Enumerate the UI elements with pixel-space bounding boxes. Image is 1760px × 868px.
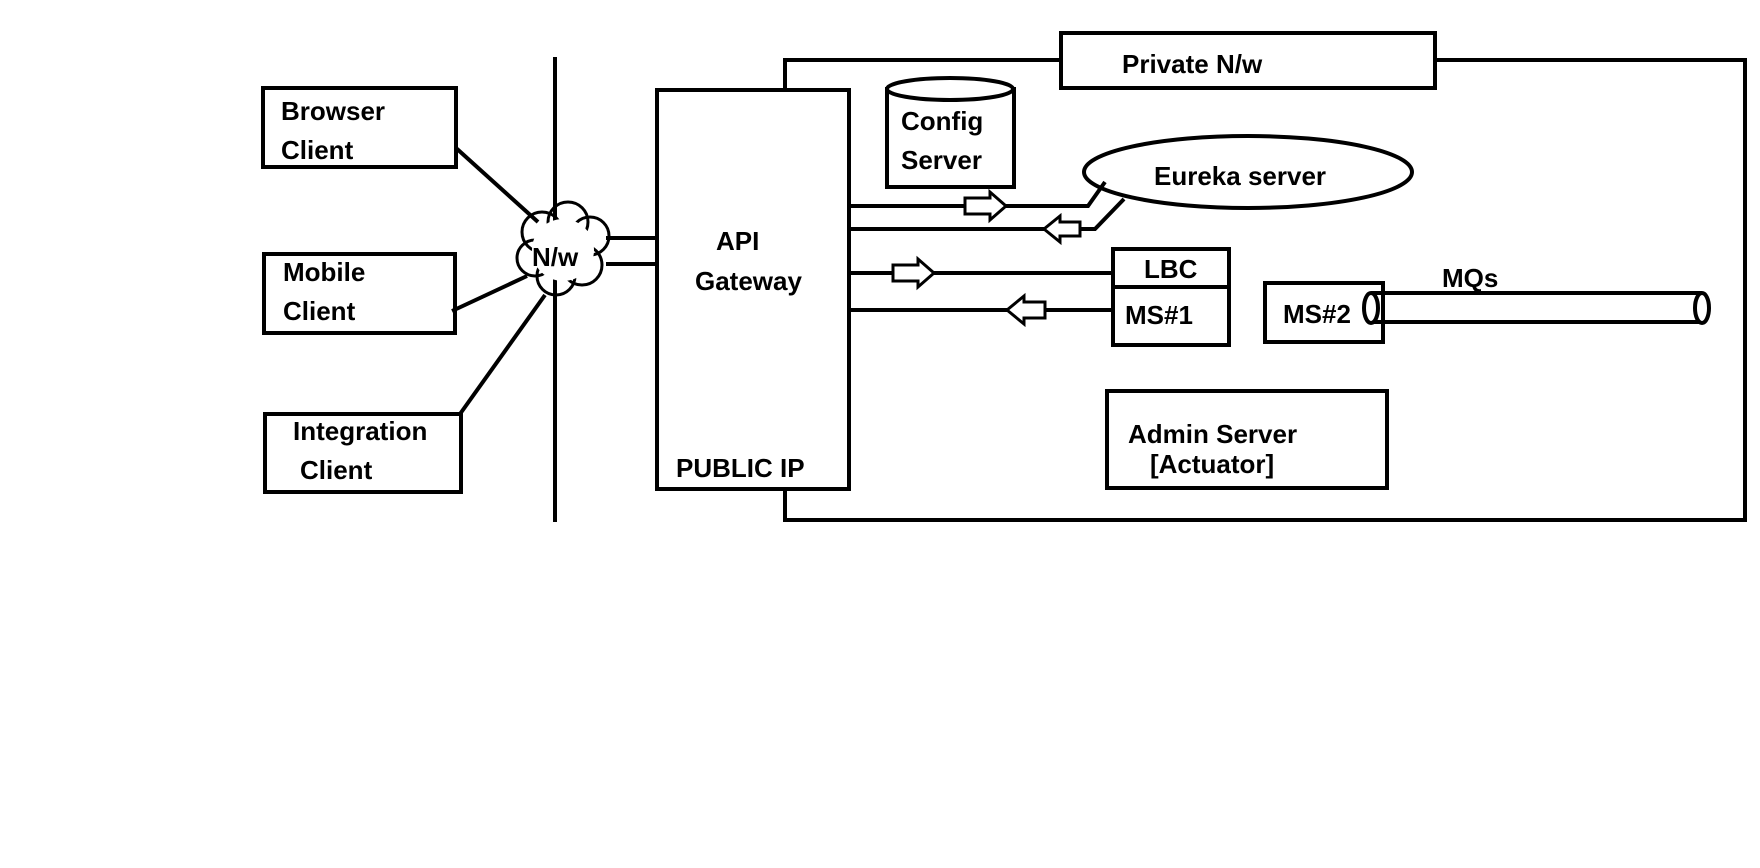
admin-server-box — [1105, 389, 1389, 490]
private-network-label-box — [1059, 31, 1437, 90]
config-server-label-2: Server — [901, 145, 982, 175]
admin-server-label-1: Admin Server — [1128, 419, 1297, 449]
public-ip-label: PUBLIC IP — [676, 453, 805, 483]
ms1-box — [1111, 285, 1231, 347]
integration-to-network-line — [458, 293, 547, 416]
api-gateway-label-1: API — [716, 226, 759, 256]
ms2-label: MS#2 — [1283, 299, 1351, 329]
eureka-lookup-arrow-icon — [1041, 212, 1082, 246]
config-server-label-1: Config — [901, 106, 983, 136]
api-gateway-box — [655, 88, 851, 491]
browser-to-network-line — [454, 146, 540, 224]
browser-client-label-1: Browser — [281, 96, 385, 126]
ms1-response-arrow-icon — [1004, 292, 1047, 328]
config-server-cylinder-icon — [885, 76, 1016, 189]
lbc-box — [1111, 247, 1231, 289]
eureka-to-gateway-line — [849, 197, 1126, 231]
private-network-label: Private N/w — [1122, 49, 1263, 79]
admin-server-label-2: [Actuator] — [1150, 449, 1274, 479]
integration-client-box — [263, 412, 463, 494]
integration-client-label-1: Integration — [293, 416, 427, 446]
browser-client-box — [261, 86, 458, 169]
browser-client-label-2: Client — [281, 135, 354, 165]
mqs-label: MQs — [1442, 263, 1498, 293]
eureka-server-label: Eureka server — [1154, 161, 1326, 191]
mobile-to-network-line — [451, 274, 528, 313]
lbc-label: LBC — [1144, 254, 1198, 284]
gateway-to-eureka-line — [849, 180, 1107, 208]
mq-pipe-icon — [1362, 291, 1711, 325]
ms1-label: MS#1 — [1125, 300, 1193, 330]
mobile-client-label-1: Mobile — [283, 257, 365, 287]
mobile-client-box — [262, 252, 457, 335]
eureka-server-ellipse — [1082, 134, 1414, 210]
lbc-request-arrow-icon — [891, 255, 937, 291]
network-cloud-icon — [515, 200, 611, 297]
integration-client-label-2: Client — [300, 455, 373, 485]
eureka-register-arrow-icon — [963, 188, 1009, 224]
network-cloud-label: N/w — [532, 242, 579, 272]
api-gateway-label-2: Gateway — [695, 266, 802, 296]
mobile-client-label-2: Client — [283, 296, 356, 326]
